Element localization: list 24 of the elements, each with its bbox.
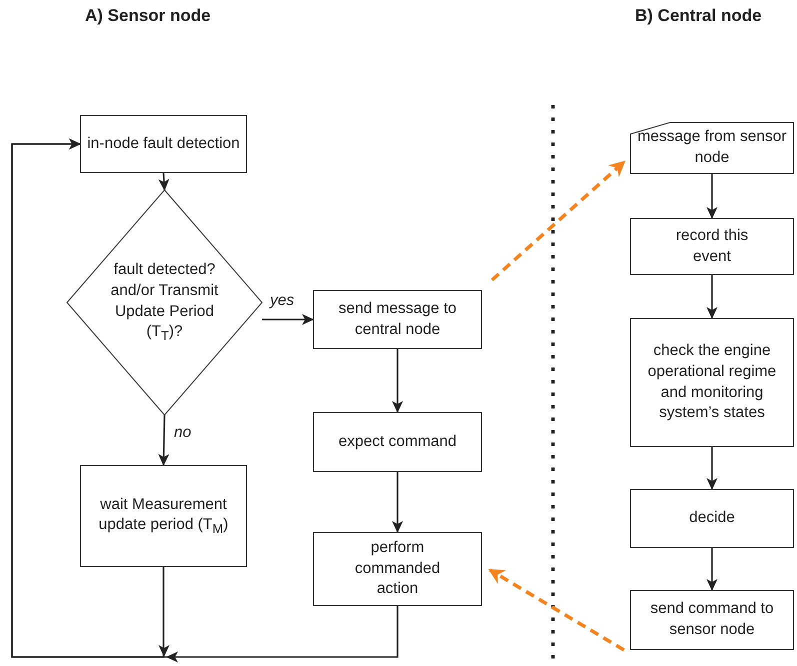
section-heading: A) Sensor node bbox=[85, 6, 211, 26]
process-box bbox=[630, 489, 794, 548]
process-box bbox=[630, 218, 794, 275]
node-text: wait Measurement update period (T$_{M}$) bbox=[98, 494, 230, 538]
process-box bbox=[313, 532, 482, 606]
node-text: expect command bbox=[337, 432, 458, 452]
input-card bbox=[630, 122, 794, 174]
process-box bbox=[630, 318, 794, 447]
node-text: send message to central node bbox=[337, 298, 458, 340]
node-text: in-node fault detection bbox=[86, 134, 241, 154]
process-box bbox=[313, 412, 482, 472]
node-text: message from sensor node bbox=[636, 127, 788, 168]
node-text: record this event bbox=[674, 226, 750, 266]
node-text: fault detected? and/or Transmit Update Period (T$_{T}$)? bbox=[110, 260, 220, 345]
node-text: decide bbox=[688, 508, 736, 528]
section-heading: B) Central node bbox=[635, 6, 762, 26]
process-box bbox=[80, 465, 247, 567]
process-box bbox=[80, 115, 247, 173]
process-box bbox=[630, 590, 794, 650]
node-text: perform commanded action bbox=[354, 538, 442, 600]
node-text: check the engine operational regime and monitoring system’s states bbox=[646, 341, 778, 424]
node-text: send command to sensor node bbox=[649, 599, 775, 640]
process-box bbox=[313, 290, 482, 349]
decision-diamond bbox=[67, 190, 262, 415]
